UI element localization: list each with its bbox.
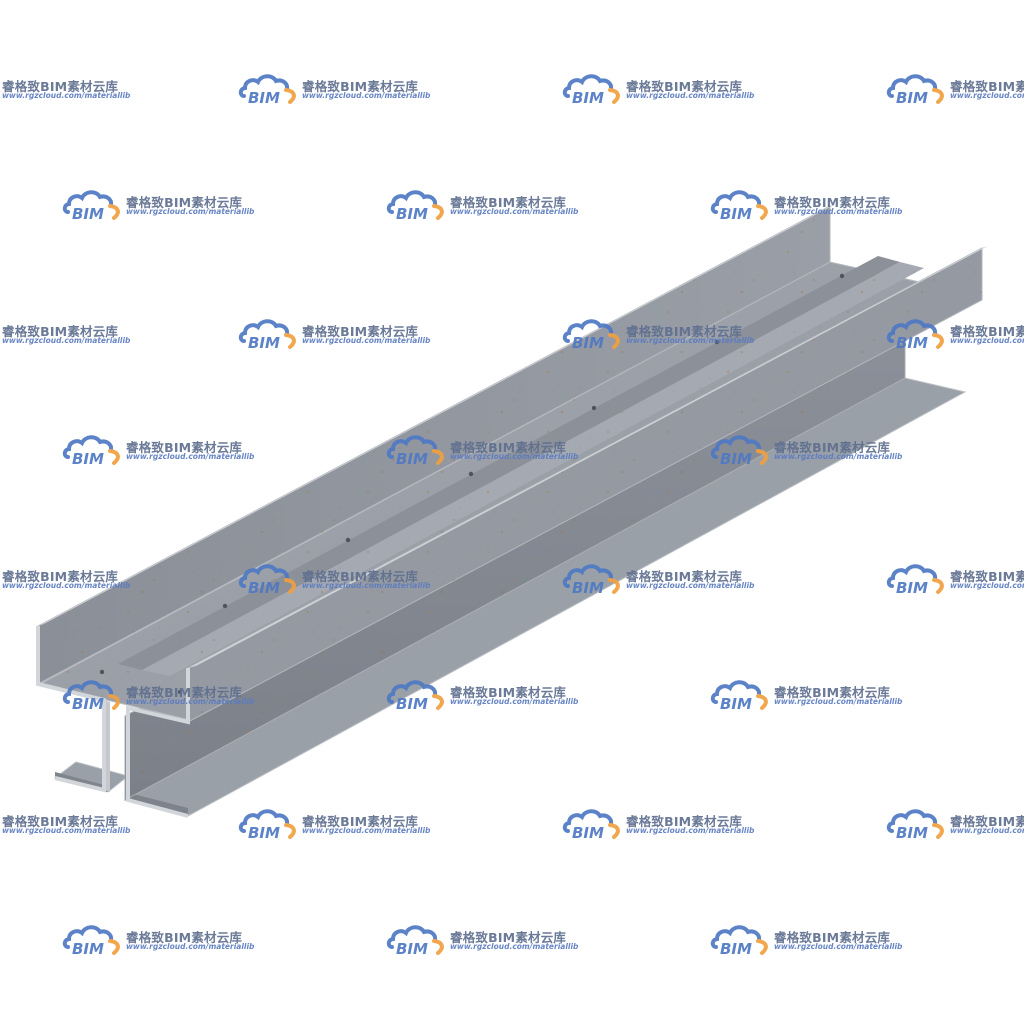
- center-ridge: [118, 256, 900, 670]
- bolt-holes: [99, 273, 845, 694]
